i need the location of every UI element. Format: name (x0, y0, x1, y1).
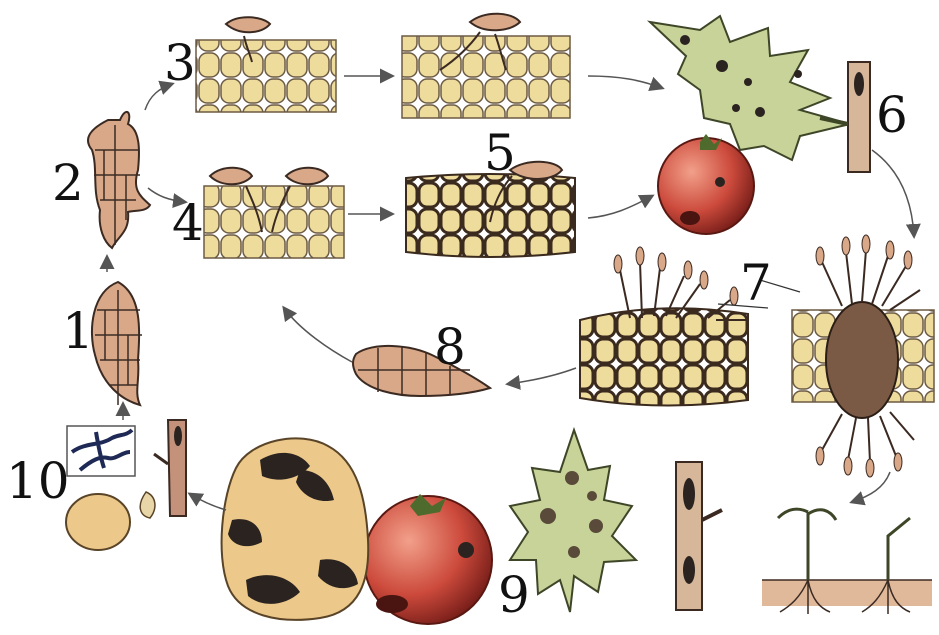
stage-label-10: 10 (6, 456, 70, 506)
stage-label-3: 3 (164, 38, 196, 88)
stage3-tissue-later (402, 14, 570, 118)
stage-label-1: 1 (62, 306, 94, 356)
stage4-stomata-tissue (204, 168, 344, 258)
stage7-sporulating-tissue-right (792, 235, 934, 477)
stage9-seedlings (762, 509, 932, 614)
stage2-germinating-spore (88, 112, 150, 248)
stage10-overwintering-stem (154, 420, 186, 516)
stage9-infected-potato (222, 438, 369, 619)
stage-label-8: 8 (434, 322, 466, 372)
stage-label-6: 6 (876, 90, 908, 140)
stage-label-2: 2 (52, 158, 84, 208)
stage8-spore (353, 346, 490, 396)
stage10-tuber-and-seed (66, 492, 155, 550)
stage6-infected-leaf (650, 16, 850, 160)
stage-label-5: 5 (484, 128, 516, 178)
stage9-infected-stem (676, 462, 722, 610)
stage10-mycelium-inset (67, 426, 135, 476)
stage9-infected-tomato (364, 494, 492, 624)
stage3-infection-tissue (196, 17, 336, 112)
stage7-sporulating-tissue-left (580, 247, 748, 406)
stage-label-7: 7 (740, 258, 772, 308)
stage-label-4: 4 (172, 198, 204, 248)
stage1-spore (92, 282, 142, 405)
stage-label-9: 9 (498, 570, 530, 620)
